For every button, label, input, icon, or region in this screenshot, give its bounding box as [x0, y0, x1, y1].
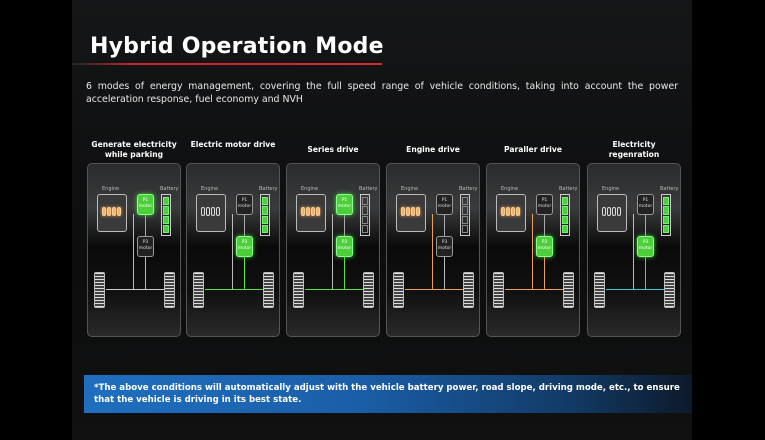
engine-icon [296, 194, 326, 232]
drive-axle [505, 289, 563, 290]
battery-label: Battery [160, 186, 179, 192]
title-underline [72, 63, 382, 65]
wheel-icon [463, 272, 474, 308]
mode-title: Series drive [307, 145, 359, 154]
drive-axle [305, 289, 363, 290]
drive-axle [106, 289, 164, 290]
mode-title: Engine drive [406, 145, 460, 154]
wheel-icon [263, 272, 274, 308]
p3-motor-icon: P3 motor [236, 236, 253, 257]
engine-label: Engine [102, 186, 120, 192]
battery-label: Battery [559, 186, 578, 192]
wheel-icon [193, 272, 204, 308]
mode-panel: Engine Battery P1 motor P3 motor [587, 163, 681, 337]
p1-motor-icon: P1 motor [637, 194, 654, 215]
p3-motor-icon: P3 motor [536, 236, 553, 257]
engine-label: Engine [301, 186, 319, 192]
battery-label: Battery [459, 186, 478, 192]
description: 6 modes of energy management, covering t… [86, 81, 678, 105]
battery-icon [360, 194, 370, 236]
engine-label: Engine [201, 186, 219, 192]
mode-panel: Engine Battery P1 motor P3 motor [286, 163, 380, 337]
drive-axle [205, 289, 263, 290]
mode-panel: Engine Battery P1 motor P3 motor [87, 163, 181, 337]
engine-label: Engine [401, 186, 419, 192]
wheel-icon [363, 272, 374, 308]
mode-title: Paraller drive [504, 145, 562, 154]
engine-icon [196, 194, 226, 232]
p3-motor-icon: P3 motor [637, 236, 654, 257]
wheel-icon [164, 272, 175, 308]
p1-motor-icon: P1 motor [236, 194, 253, 215]
mode-panel: Engine Battery P1 motor P3 motor [186, 163, 280, 337]
p3-motor-icon: P3 motor [336, 236, 353, 257]
p3-motor-icon: P3 motor [436, 236, 453, 257]
drive-axle [606, 289, 664, 290]
battery-label: Battery [359, 186, 378, 192]
battery-icon [661, 194, 671, 236]
wheel-icon [393, 272, 404, 308]
battery-label: Battery [660, 186, 679, 192]
mode-title: Generate electricity while parking [91, 140, 177, 159]
p1-motor-icon: P1 motor [137, 194, 154, 215]
engine-icon [396, 194, 426, 232]
p1-motor-icon: P1 motor [336, 194, 353, 215]
mode-title: Electricity regenration [608, 140, 660, 159]
battery-icon [161, 194, 171, 236]
wheel-icon [293, 272, 304, 308]
battery-icon [560, 194, 570, 236]
mode-title: Electric motor drive [190, 140, 276, 149]
wheel-icon [664, 272, 675, 308]
p1-motor-icon: P1 motor [436, 194, 453, 215]
wheel-icon [594, 272, 605, 308]
engine-icon [597, 194, 627, 232]
engine-icon [496, 194, 526, 232]
battery-icon [260, 194, 270, 236]
mode-panel: Engine Battery P1 motor P3 motor [386, 163, 480, 337]
slide: Hybrid Operation Mode 6 modes of energy … [72, 0, 692, 440]
battery-icon [460, 194, 470, 236]
wheel-icon [94, 272, 105, 308]
engine-icon [97, 194, 127, 232]
p1-motor-icon: P1 motor [536, 194, 553, 215]
mode-panel: Engine Battery P1 motor P3 motor [486, 163, 580, 337]
battery-label: Battery [259, 186, 278, 192]
page-title: Hybrid Operation Mode [90, 34, 384, 59]
footer-note: *The above conditions will automatically… [84, 375, 692, 413]
wheel-icon [493, 272, 504, 308]
p3-motor-icon: P3 motor [137, 236, 154, 257]
engine-label: Engine [602, 186, 620, 192]
engine-label: Engine [501, 186, 519, 192]
drive-axle [405, 289, 463, 290]
wheel-icon [563, 272, 574, 308]
